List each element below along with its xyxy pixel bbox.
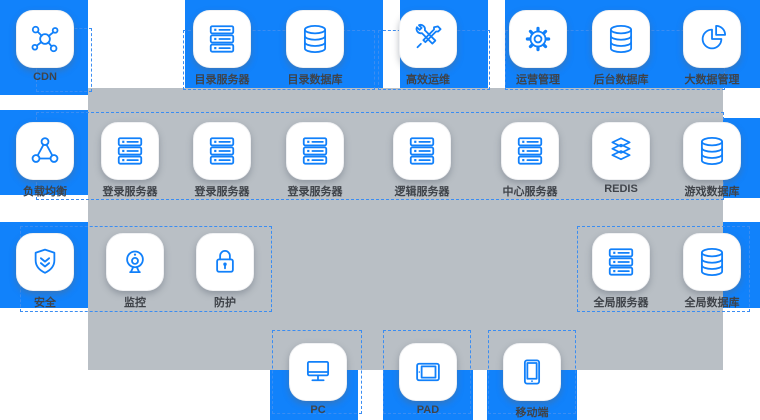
database-icon [303,24,327,54]
node-security: 安全 [0,233,90,310]
node-game-database: 游戏数据库 [667,122,757,199]
node-card-security [16,233,74,291]
node-bigdata-management: 大数据管理 [667,10,757,87]
node-login-server-2: 登录服务器 [177,122,267,199]
node-label: 目录服务器 [194,74,250,86]
node-login-server-3: 登录服务器 [270,122,360,199]
cdn-icon [31,25,59,53]
node-label: 移动端 [515,407,549,419]
group-outline-pad [383,330,471,414]
node-card-game-database [683,122,741,180]
node-label: 逻辑服务器 [394,186,450,198]
node-label: 大数据管理 [684,74,740,86]
node-card-center-server [501,122,559,180]
node-card-backend-database [592,10,650,68]
group-outline-mobile [488,330,576,414]
tablet-icon [416,362,440,382]
server-icon [608,248,634,276]
node-label: PC [310,404,326,416]
server-icon [209,137,235,165]
node-card-protection [196,233,254,291]
node-label: CDN [33,71,57,83]
node-card-load-balancer [16,122,74,180]
node-center-server: 中心服务器 [485,122,575,199]
node-label: 登录服务器 [287,186,343,198]
node-label: 防护 [214,297,236,309]
node-label: 游戏数据库 [684,186,740,198]
node-card-pc [289,343,347,401]
node-card-operation-management [509,10,567,68]
node-card-login-server-2 [193,122,251,180]
node-card-efficient-ops [399,10,457,68]
node-card-cdn [16,10,74,68]
node-card-global-database [683,233,741,291]
server-icon [517,137,543,165]
tools-icon [415,23,442,49]
node-directory-database: 目录数据库 [270,10,360,87]
node-card-bigdata-management [683,10,741,68]
gear-icon [525,26,551,52]
node-label: 登录服务器 [194,186,250,198]
database-icon [700,136,724,166]
shield-icon [34,248,56,274]
node-card-global-server [592,233,650,291]
node-label: 后台数据库 [593,74,649,86]
node-monitoring: 监控 [90,233,180,310]
node-efficient-ops: 高效运维 [383,10,473,87]
node-label: PAD [416,404,440,416]
node-label: 运营管理 [516,74,560,86]
lock-icon [216,250,234,273]
layers-icon [611,137,631,161]
group-outline-global [577,226,750,312]
node-label: 全局数据库 [684,297,740,309]
node-label: 中心服务器 [502,186,558,198]
node-card-directory-server [193,10,251,68]
node-card-pad [399,343,457,401]
node-pad: PAD [383,343,473,416]
server-icon [409,137,435,165]
node-mobile: 移动端 [487,343,577,420]
node-label: 负载均衡 [23,186,67,198]
node-operation-management: 运营管理 [493,10,583,87]
server-icon [209,25,235,53]
server-icon [302,137,328,165]
node-label: 高效运维 [406,74,450,86]
node-cdn: CDN [0,10,90,83]
node-login-server-1: 登录服务器 [85,122,175,199]
server-icon [117,137,143,165]
node-card-mobile [503,343,561,401]
node-label: 目录数据库 [287,74,343,86]
node-protection: 防护 [180,233,270,310]
pc-monitor-icon [306,360,330,382]
webcam-icon [126,250,144,274]
group-outline-directory [183,30,375,90]
node-redis: REDIS [576,122,666,195]
node-directory-server: 目录服务器 [177,10,267,87]
node-label: 监控 [124,297,146,309]
node-global-database: 全局数据库 [667,233,757,310]
pie-chart-icon [701,24,727,50]
phone-icon [523,359,541,385]
node-card-logic-server [393,122,451,180]
node-card-login-server-1 [101,122,159,180]
node-label: REDIS [604,183,638,195]
database-icon [609,24,633,54]
node-card-login-server-3 [286,122,344,180]
node-label: 全局服务器 [593,297,649,309]
node-load-balancer: 负载均衡 [0,122,90,199]
node-label: 安全 [34,297,56,309]
database-icon [700,247,724,277]
group-outline-pc [272,330,362,414]
node-label: 登录服务器 [102,186,158,198]
node-pc: PC [273,343,363,416]
node-card-monitoring [106,233,164,291]
node-backend-database: 后台数据库 [576,10,666,87]
node-card-redis [592,122,650,180]
load-balancer-icon [31,137,59,163]
node-global-server: 全局服务器 [576,233,666,310]
node-card-directory-database [286,10,344,68]
node-logic-server: 逻辑服务器 [377,122,467,199]
